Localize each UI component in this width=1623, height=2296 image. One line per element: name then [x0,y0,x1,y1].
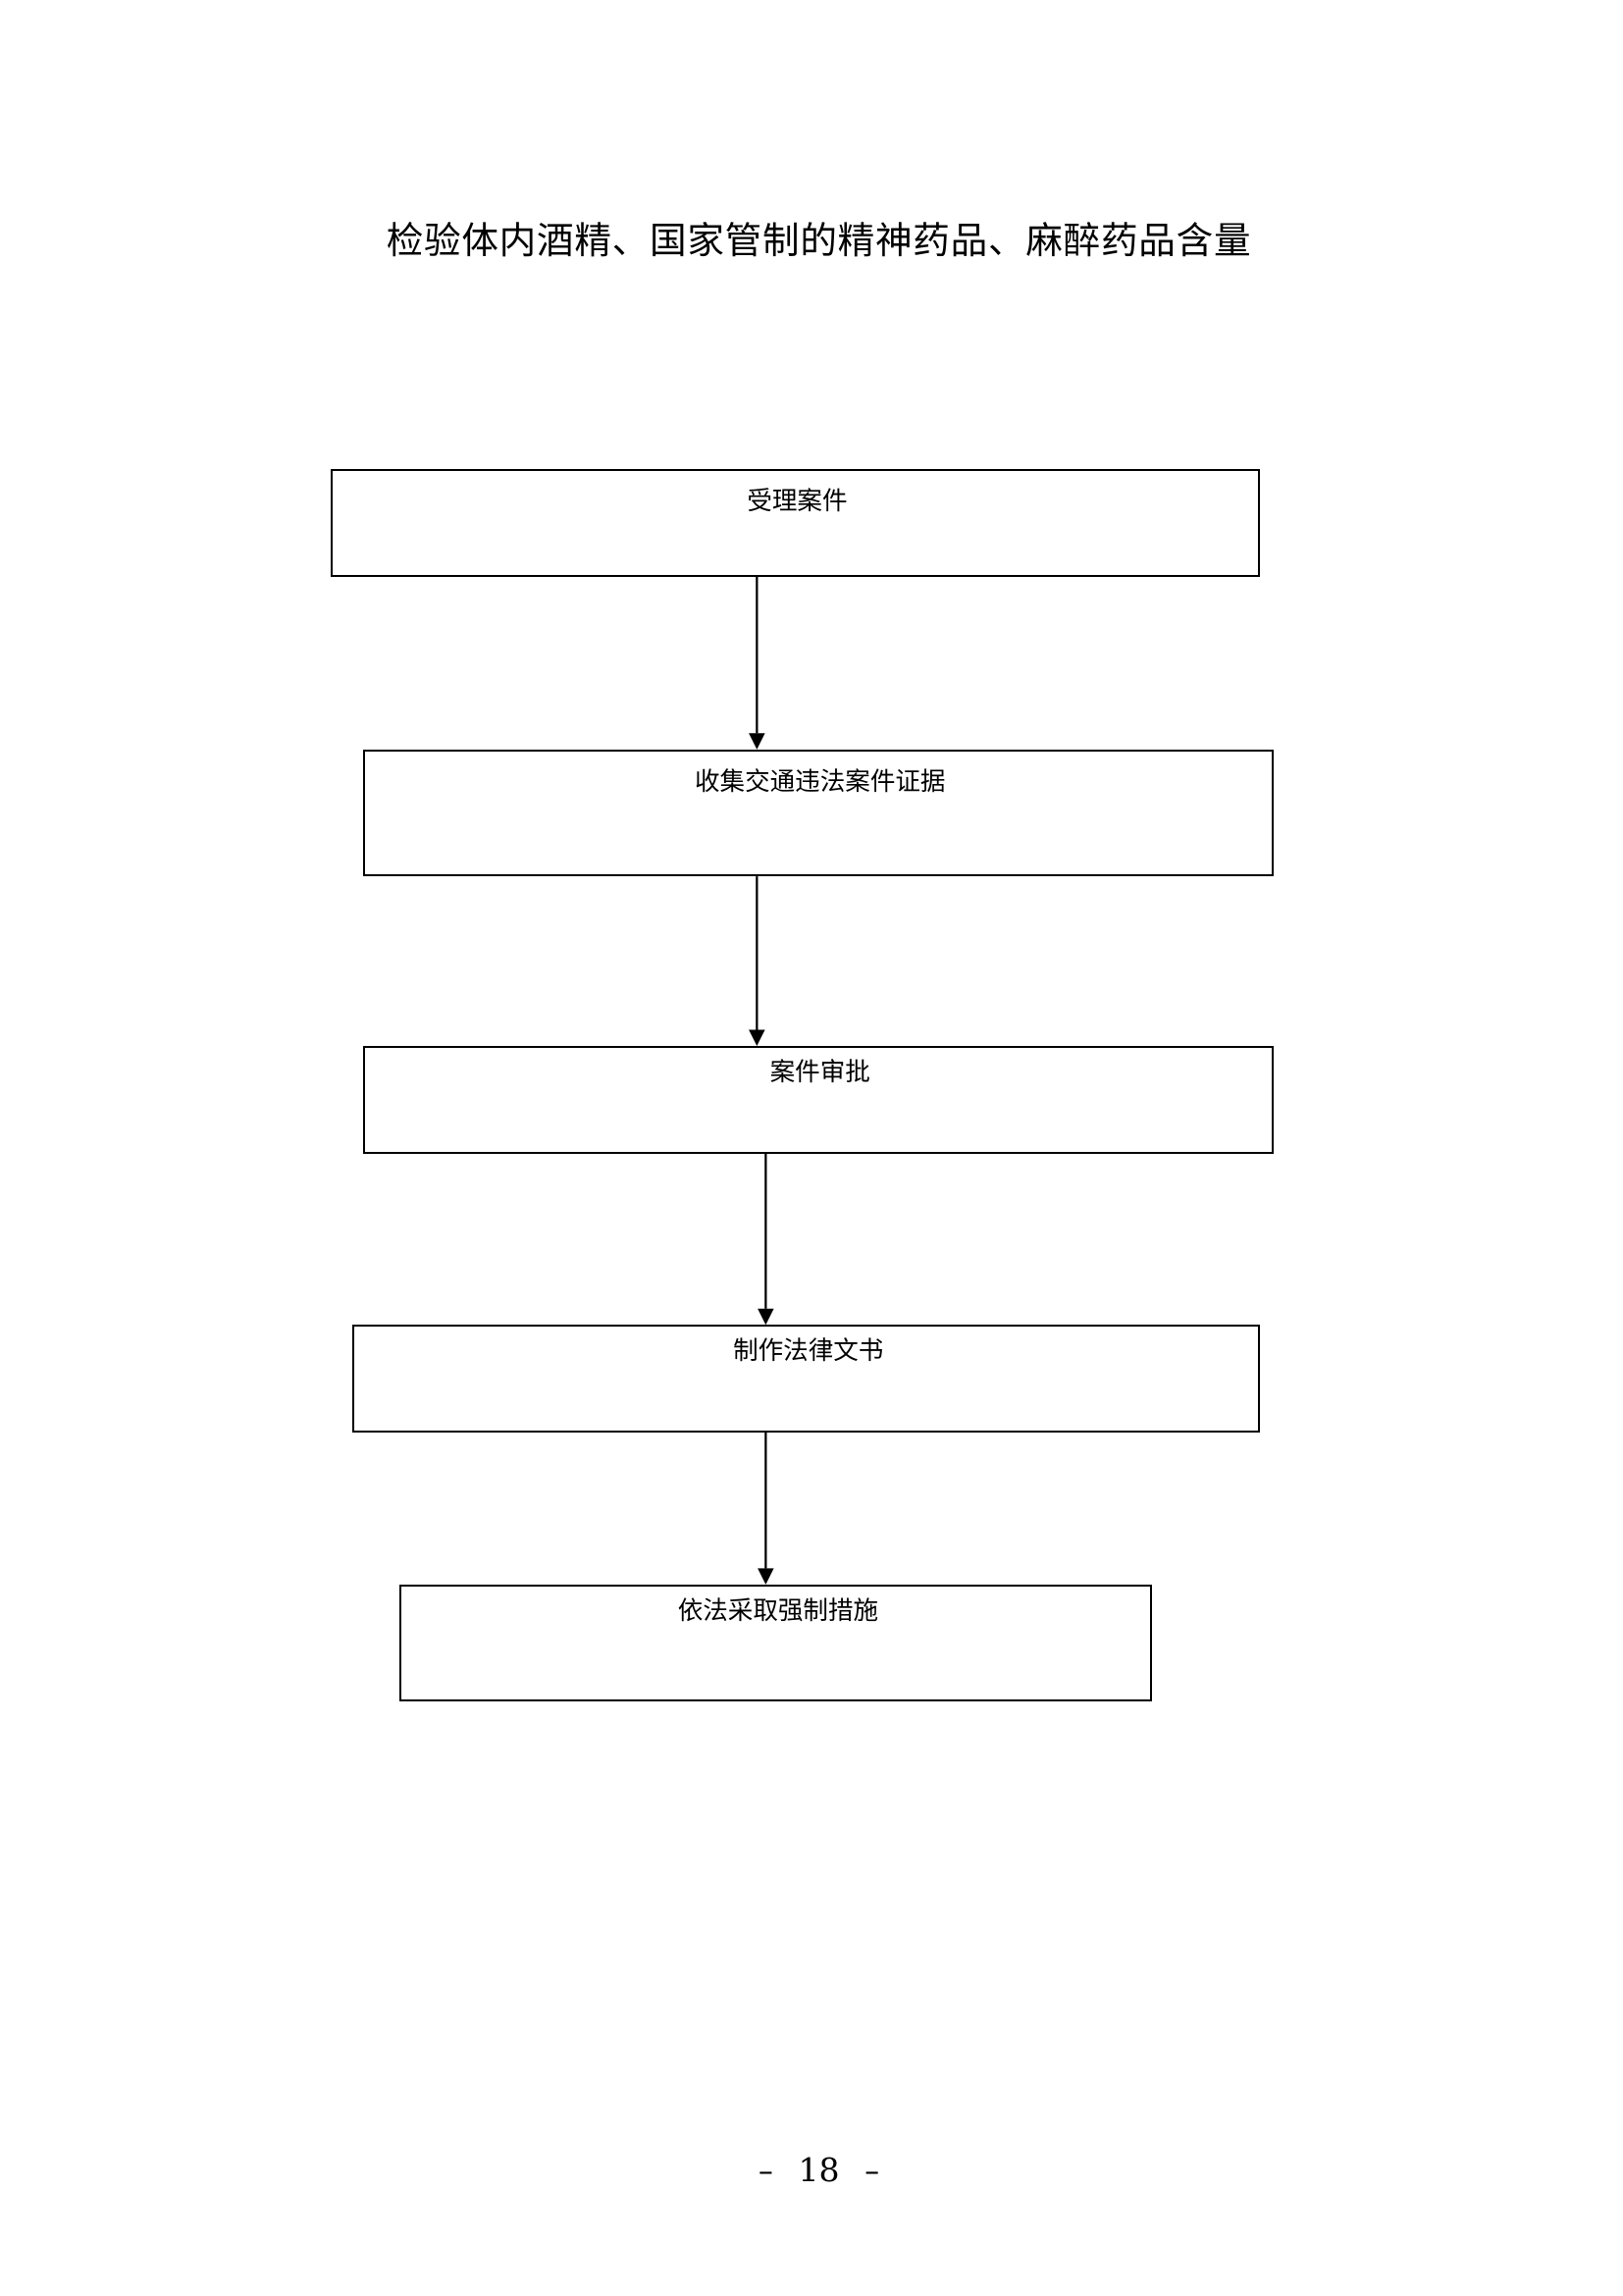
flow-arrow [758,1432,774,1585]
flow-arrow [749,876,765,1047]
flow-step-label: 依法采取强制措施 [677,1595,879,1626]
page-number-prefix: – [758,2155,773,2190]
flow-step-collect-evidence: 收集交通违法案件证据 [362,749,1274,877]
page-title: 检验体内酒精、国家管制的精神药品、麻醉药品含量 [386,219,1252,262]
flow-step-label: 案件审批 [769,1058,870,1088]
flow-step-case-approval: 案件审批 [362,1046,1274,1154]
flow-arrow [758,1153,774,1326]
flow-step-accept-case: 受理案件 [330,469,1261,577]
flow-step-label: 受理案件 [747,487,848,517]
page-number-value: 18 [798,2151,840,2190]
page-number: – 18 – [0,2148,1623,2194]
flow-arrow [749,576,765,750]
flow-step-label: 收集交通违法案件证据 [695,766,946,797]
flow-step-label: 制作法律文书 [733,1336,884,1367]
flow-step-coercive-measures: 依法采取强制措施 [399,1584,1153,1701]
flow-step-legal-documents: 制作法律文书 [352,1325,1261,1433]
page-number-suffix: – [864,2155,880,2190]
